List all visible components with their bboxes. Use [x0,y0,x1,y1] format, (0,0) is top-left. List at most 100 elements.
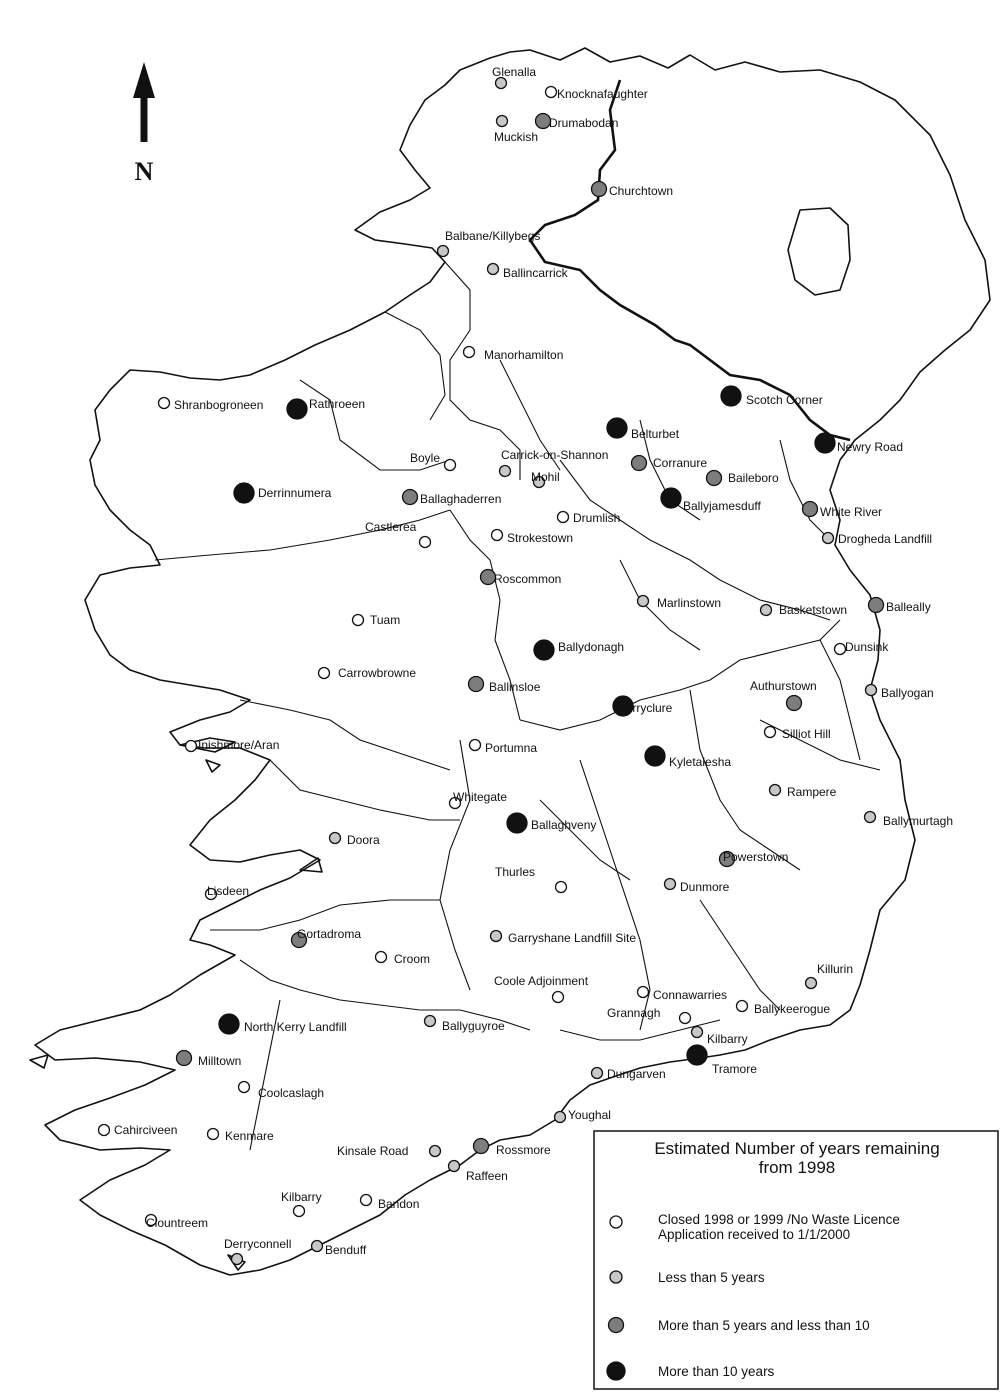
site-label: Strokestown [507,531,573,545]
legend-title-line1: Estimated Number of years remaining [654,1139,939,1158]
landfill-site: Bandon [359,1193,419,1211]
site-label: Doora [347,833,380,847]
site-label: Derryconnell [224,1237,291,1251]
site-label: Coole Adjoinment [494,974,589,988]
landfill-site: Kinsale Road [337,1144,442,1158]
site-label: Boyle [410,451,440,465]
site-label: Tramore [712,1062,757,1076]
site-label: Marlinstown [657,596,721,610]
site-marker-gt10 [286,398,308,420]
landfill-site: Milltown [175,1049,241,1068]
landfill-site: Clountreem [144,1213,208,1230]
site-label: Carrick-on-Shannon [501,448,608,462]
landfill-site: Rathroeen [286,397,365,420]
site-marker-lt5 [498,464,512,478]
site-marker-closed [544,85,558,99]
landfill-site: White River [801,500,882,519]
site-label: Benduff [325,1243,367,1257]
site-marker-closed [359,1193,373,1207]
site-marker-gt10 [533,639,555,661]
site-label: North Kerry Landfill [244,1020,347,1034]
landfill-site: Drumlish [556,510,620,525]
site-label: Whitegate [453,790,507,804]
site-label: Castlerea [365,520,417,534]
site-marker-gt10 [660,487,682,509]
site-label: Drumabodan [549,116,618,130]
landfill-site: Dunsink [833,640,889,656]
site-label: Thurles [495,865,535,879]
landfill-site: Drumabodan [534,112,618,130]
landfill-site: Connawarries [636,985,727,1002]
site-label: Inishmore/Aran [198,738,279,752]
landfill-site: Kilbarry [281,1190,322,1218]
site-marker-lt5 [230,1252,244,1266]
landfill-site: Whitegate [448,790,507,810]
legend-marker-lt5 [609,1270,623,1284]
site-marker-closed [157,396,171,410]
site-marker-lt5 [436,244,450,258]
site-marker-5to10 [479,568,497,586]
site-marker-lt5 [495,114,509,128]
site-label: Kilbarry [707,1032,748,1046]
landfill-site: Croom [374,950,430,966]
site-label: Dunsink [845,640,889,654]
site-label: Dunmore [680,880,730,894]
site-marker-closed [636,985,650,999]
legend-marker-gt10 [606,1361,626,1381]
site-label: Kilbarry [281,1190,322,1204]
landfill-site: Knocknafaughter [544,85,648,101]
site-label: Drumlish [573,511,620,525]
site-label: Ballincarrick [503,266,569,280]
landfill-site: Benduff [310,1239,367,1257]
landfill-site: Shranbogroneen [157,396,263,412]
site-label: Corranure [653,456,707,470]
site-label: Grannagh [607,1006,660,1020]
site-label: Baileboro [728,471,779,485]
landfill-site: Inishmore/Aran [184,738,279,753]
site-label: Kenmare [225,1129,274,1143]
site-label: Garryshane Landfill Site [508,931,636,945]
legend-label: More than 5 years and less than 10 [658,1318,870,1333]
site-label: Manorhamilton [484,348,563,362]
site-label: Powerstown [723,850,788,864]
site-marker-lt5 [423,1014,437,1028]
site-label: Croom [394,952,430,966]
site-marker-closed [468,738,482,752]
site-marker-closed [144,1213,158,1227]
site-label: Ballyjamesduff [683,499,761,513]
site-marker-closed [490,528,504,542]
landfill-site: Raffeen [447,1159,508,1183]
landfill-site: Newry Road [814,432,903,454]
landfill-site: Corranure [630,454,707,472]
legend-marker-closed [609,1215,623,1229]
landfill-site: Ballyogan [864,683,934,700]
landfill-site: Derryconnell [224,1237,291,1266]
site-marker-lt5 [489,929,503,943]
landfill-site: Authurstown [750,679,817,712]
site-label: Scotch Corner [746,393,823,407]
site-label: Youghal [568,1108,611,1122]
landfill-site: Ballydonagh [533,639,624,661]
landfill-site: Ballaghaderren [401,488,501,506]
landfill-site: Powerstown [718,850,788,868]
landfill-site: Tuam [351,613,400,627]
landfill-site: Balleally [867,596,931,614]
site-marker-closed [763,725,777,739]
site-marker-closed [735,999,749,1013]
site-marker-closed [317,666,331,680]
site-marker-5to10 [472,1137,490,1155]
landfill-site: Thurles [495,865,568,894]
landfill-site: Tramore [686,1044,757,1076]
landfill-site: Kenmare [206,1127,274,1143]
site-marker-lt5 [821,531,835,545]
site-marker-5to10 [590,180,608,198]
site-marker-gt10 [233,482,255,504]
site-marker-lt5 [494,76,508,90]
landfill-site: Boyle [410,451,457,472]
site-label: Ballymurtagh [883,814,953,828]
legend-label: More than 10 years [658,1364,775,1379]
site-marker-lt5 [863,810,877,824]
landfill-site: Garryshane Landfill Site [489,929,636,945]
site-marker-closed [97,1123,111,1137]
